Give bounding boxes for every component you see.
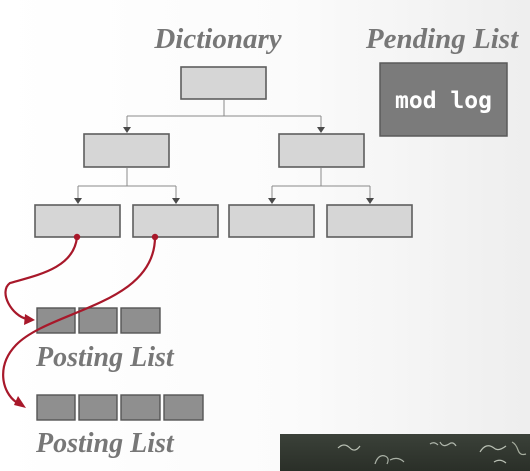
- tree-leaf-node-1: [35, 205, 120, 237]
- pointer-arrowhead-1: [24, 314, 35, 325]
- chalkboard-scribbles-icon: [280, 434, 530, 471]
- arrowhead-leaf-1: [74, 198, 82, 204]
- posting-cell: [79, 308, 117, 333]
- arrowhead-inner-left: [123, 127, 131, 133]
- pending-list-title: Pending List: [365, 23, 519, 55]
- dictionary-tree: [35, 67, 412, 237]
- posting-list-label-1: Posting List: [35, 342, 175, 373]
- posting-list-1: Posting List: [35, 308, 175, 373]
- arrowhead-inner-right: [317, 127, 325, 133]
- tree-root-node: [181, 67, 266, 99]
- pending-list-entry: mod log: [395, 88, 492, 114]
- tree-inner-node-right: [279, 134, 364, 167]
- posting-cell: [121, 308, 160, 333]
- posting-cell: [121, 395, 160, 420]
- video-inset: [280, 434, 530, 471]
- pending-list-box: mod log: [380, 63, 507, 136]
- posting-list-2: Posting List: [35, 395, 203, 459]
- pointer-origin-dot-2: [152, 234, 158, 240]
- pointer-origin-dot-1: [74, 234, 80, 240]
- tree-leaf-node-4: [327, 205, 412, 237]
- arrowhead-leaf-3: [268, 198, 276, 204]
- posting-cell: [37, 395, 75, 420]
- tree-inner-node-left: [84, 134, 169, 167]
- posting-cell: [79, 395, 117, 420]
- posting-list-label-2: Posting List: [35, 428, 175, 459]
- tree-leaf-node-3: [229, 205, 314, 237]
- posting-cell: [164, 395, 203, 420]
- pointer-arrowhead-2: [14, 396, 26, 408]
- pointer-leaf1-to-posting-list-1: [5, 237, 77, 319]
- arrowhead-leaf-2: [172, 198, 180, 204]
- dictionary-title: Dictionary: [153, 23, 281, 55]
- arrowhead-leaf-4: [366, 198, 374, 204]
- tree-leaf-node-2: [133, 205, 218, 237]
